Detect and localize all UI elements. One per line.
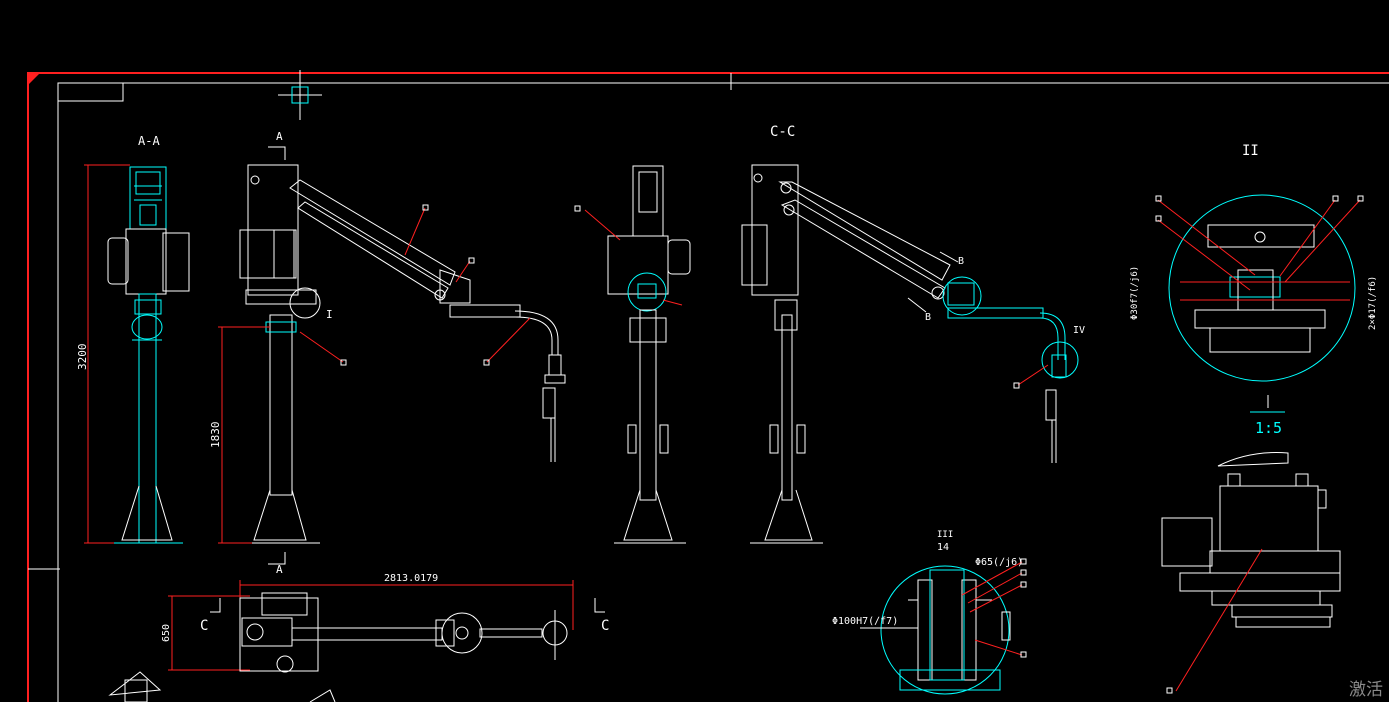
- view-plan: 2813.0179 650 C C: [108, 573, 609, 702]
- dim-overall-height: 3200: [76, 344, 89, 371]
- view-front-elevation: [574, 165, 691, 544]
- section-mark-a-bottom: A: [276, 563, 283, 576]
- detail-b-bottom: B: [925, 312, 931, 323]
- detail-ii-scale: 1:5: [1255, 419, 1282, 437]
- detail-iii-label: III: [937, 530, 953, 540]
- dim-plan-depth: 650: [161, 624, 172, 642]
- dim-detail-iii-bore: Φ65(∕j6): [975, 557, 1023, 568]
- section-aa-label: A-A: [138, 134, 160, 148]
- dim-detail-iii-outer: Φ100H7(∕f7): [832, 616, 898, 627]
- detail-ii: II Φ30f7(∕j6) 2×Φ17(∕f6) 1:5: [1130, 143, 1378, 437]
- activation-watermark: 激活: [1349, 680, 1383, 700]
- view-side-elevation: A A 1830 I: [209, 130, 566, 576]
- section-mark-a-top: A: [276, 130, 283, 143]
- detail-iii: III 14 Φ65(∕j6) Φ100H7(∕f7): [832, 530, 1027, 695]
- detail-iv-mark: IV: [1073, 325, 1085, 336]
- detail-ii-label: II: [1242, 143, 1259, 159]
- plan-c-left: C: [200, 618, 208, 634]
- view-gearbox: [1161, 452, 1341, 694]
- dim-detail-ii-side: 2×Φ17(∕f6): [1368, 276, 1378, 330]
- drawing-frame: [27, 70, 1389, 702]
- section-cc-label: C-C: [770, 124, 795, 140]
- dim-plan-span: 2813.0179: [384, 573, 438, 584]
- dim-column-height: 1830: [209, 422, 222, 449]
- plan-c-right: C: [601, 618, 609, 634]
- view-section-cc: C-C B B IV: [741, 124, 1085, 544]
- detail-i-mark: I: [326, 308, 333, 321]
- dim-detail-ii-shaft: Φ30f7(∕j6): [1130, 266, 1140, 320]
- detail-iii-scale: 14: [937, 542, 949, 553]
- detail-b-top: B: [958, 256, 964, 267]
- view-section-aa: A-A 3200: [76, 134, 190, 544]
